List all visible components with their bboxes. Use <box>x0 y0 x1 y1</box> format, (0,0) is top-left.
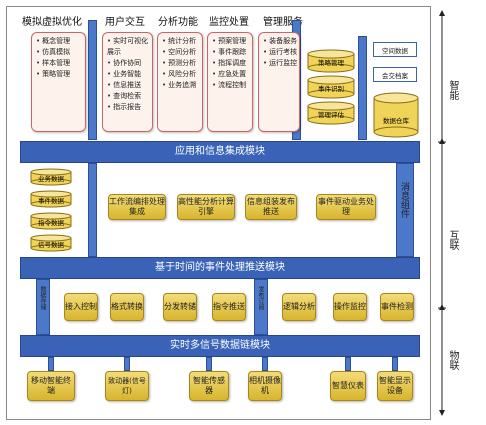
list-item: 装备服务 <box>263 36 297 47</box>
list-item: 风险分析 <box>162 69 198 80</box>
module-card-user-interaction: 实时可视化展示 协作协同 业务智能 信息推送 查询检索 指示报告 <box>102 32 153 132</box>
module-card-simulation: 概念管理 仿真模拟 样本管理 策略管理 <box>31 32 86 132</box>
module-card-management: 装备服务 运行考核 运行监控 <box>258 32 300 132</box>
side-axis <box>438 10 446 416</box>
list-item: 统计分析 <box>162 36 198 47</box>
list-item: 空间分析 <box>162 47 198 58</box>
list-item: 查询检索 <box>107 91 148 102</box>
data-warehouse-cylinder <box>373 92 419 138</box>
publish-push-module: 信息组装发布推送 <box>245 194 297 220</box>
left-cylinder-group <box>30 168 72 252</box>
list-item: 实时可视化展示 <box>107 36 151 58</box>
side-label-iot: 物联 <box>447 350 458 370</box>
event-data-label: 事件数据 <box>38 197 64 205</box>
pub-sub-label: 发布订阅 <box>257 286 264 310</box>
column-title-management: 管理服务 <box>263 17 303 28</box>
column-title-monitoring: 监控处置 <box>209 17 249 28</box>
archive-box: 会交档案 <box>373 67 417 82</box>
column-title-analysis: 分析功能 <box>158 17 198 28</box>
data-storage-label: 数据存储 <box>39 286 46 310</box>
list-item: 信息推送 <box>107 80 148 91</box>
list-item: 流程控制 <box>212 80 248 91</box>
cylinder-label: 策略管理 <box>318 59 344 67</box>
access-control-module: 接入控制 <box>64 293 98 321</box>
list-item: 策略管理 <box>36 69 81 80</box>
list-item: 仿真模拟 <box>36 47 81 58</box>
operation-monitor-module: 操作监控 <box>333 293 367 321</box>
spatial-data-box: 空间数据 <box>373 42 417 57</box>
list-item: 事件跟踪 <box>212 47 248 58</box>
list-item: 运行考核 <box>263 47 297 58</box>
dispatch-store-module: 分发转储 <box>163 293 197 321</box>
workflow-module: 工作流编排处理集成 <box>108 194 166 220</box>
camera-device: 相机摄像机 <box>248 371 282 401</box>
realtime-bar: 实时多信号数据链模块 <box>20 335 420 357</box>
pub-sub-bar <box>254 279 268 335</box>
hpc-analysis-module: 高性能分析计算引擎 <box>177 194 235 220</box>
list-item: 业务智能 <box>107 69 148 80</box>
smart-sensor-device: 智能传感器 <box>189 371 229 401</box>
logic-analysis-module: 逻辑分析 <box>282 293 316 321</box>
cylinder-group <box>307 49 355 125</box>
column-title-user-interaction: 用户交互 <box>105 17 145 28</box>
smart-meter-device: 智慧仪表 <box>330 371 366 401</box>
list-item: 预案管理 <box>212 36 248 47</box>
command-data-label: 指令数据 <box>38 219 64 227</box>
list-item: 样本管理 <box>36 58 81 69</box>
column-title-simulation: 模拟虚拟优化 <box>22 17 82 28</box>
connector-bar <box>206 357 212 371</box>
list-item: 运行监控 <box>263 58 297 69</box>
connector-bar <box>262 357 268 371</box>
data-storage-bar <box>36 279 50 335</box>
mobile-terminal-device: 移动智能终端 <box>27 371 75 401</box>
signal-data-label: 信号数据 <box>38 241 64 249</box>
data-warehouse-label: 数据仓库 <box>383 117 409 125</box>
list-item: 业务追溯 <box>162 80 198 91</box>
app-integration-bar: 应用和信息集成模块 <box>20 141 420 163</box>
cylinder-strategy <box>307 49 355 73</box>
format-convert-module: 格式转换 <box>110 293 144 321</box>
message-component-label: 消息组件 <box>399 182 409 218</box>
connector-bar <box>392 357 398 371</box>
business-data-label: 业务数据 <box>38 175 64 183</box>
connector-bar <box>48 357 54 371</box>
connector-bar <box>88 163 97 257</box>
command-push-module: 指令推送 <box>212 293 246 321</box>
list-item: 概念管理 <box>36 36 81 47</box>
side-label-interconnect: 互联 <box>447 230 458 250</box>
cylinder-label: 管理评估 <box>318 111 344 119</box>
list-item: 指挥调度 <box>212 58 248 69</box>
event-driven-module: 事件驱动业务处理 <box>316 194 376 220</box>
smart-display-device: 智能显示设备 <box>377 371 413 401</box>
module-card-analysis: 统计分析 空间分析 预测分析 风险分析 业务追溯 <box>157 32 203 132</box>
cylinder-assess <box>307 101 355 125</box>
cylinder-label: 事件识别 <box>318 85 344 93</box>
event-push-bar: 基于时间的事件处理推送模块 <box>20 257 420 279</box>
connector-bar <box>124 357 130 371</box>
list-item: 协作协同 <box>107 58 148 69</box>
actuator-device: 致动器(信号灯) <box>105 371 149 401</box>
list-item: 应急处置 <box>212 69 248 80</box>
connector-bar <box>358 36 367 140</box>
module-card-monitoring: 预案管理 事件跟踪 指挥调度 应急处置 流程控制 <box>207 32 253 132</box>
message-component-bar <box>396 163 414 257</box>
side-label-intelligence: 智能 <box>447 80 458 100</box>
list-item: 指示报告 <box>107 102 148 113</box>
connector-bar <box>88 20 97 140</box>
connector-bar <box>345 357 351 371</box>
list-item: 预测分析 <box>162 58 198 69</box>
event-detect-module: 事件检测 <box>380 293 414 321</box>
cylinder-event <box>307 75 355 99</box>
